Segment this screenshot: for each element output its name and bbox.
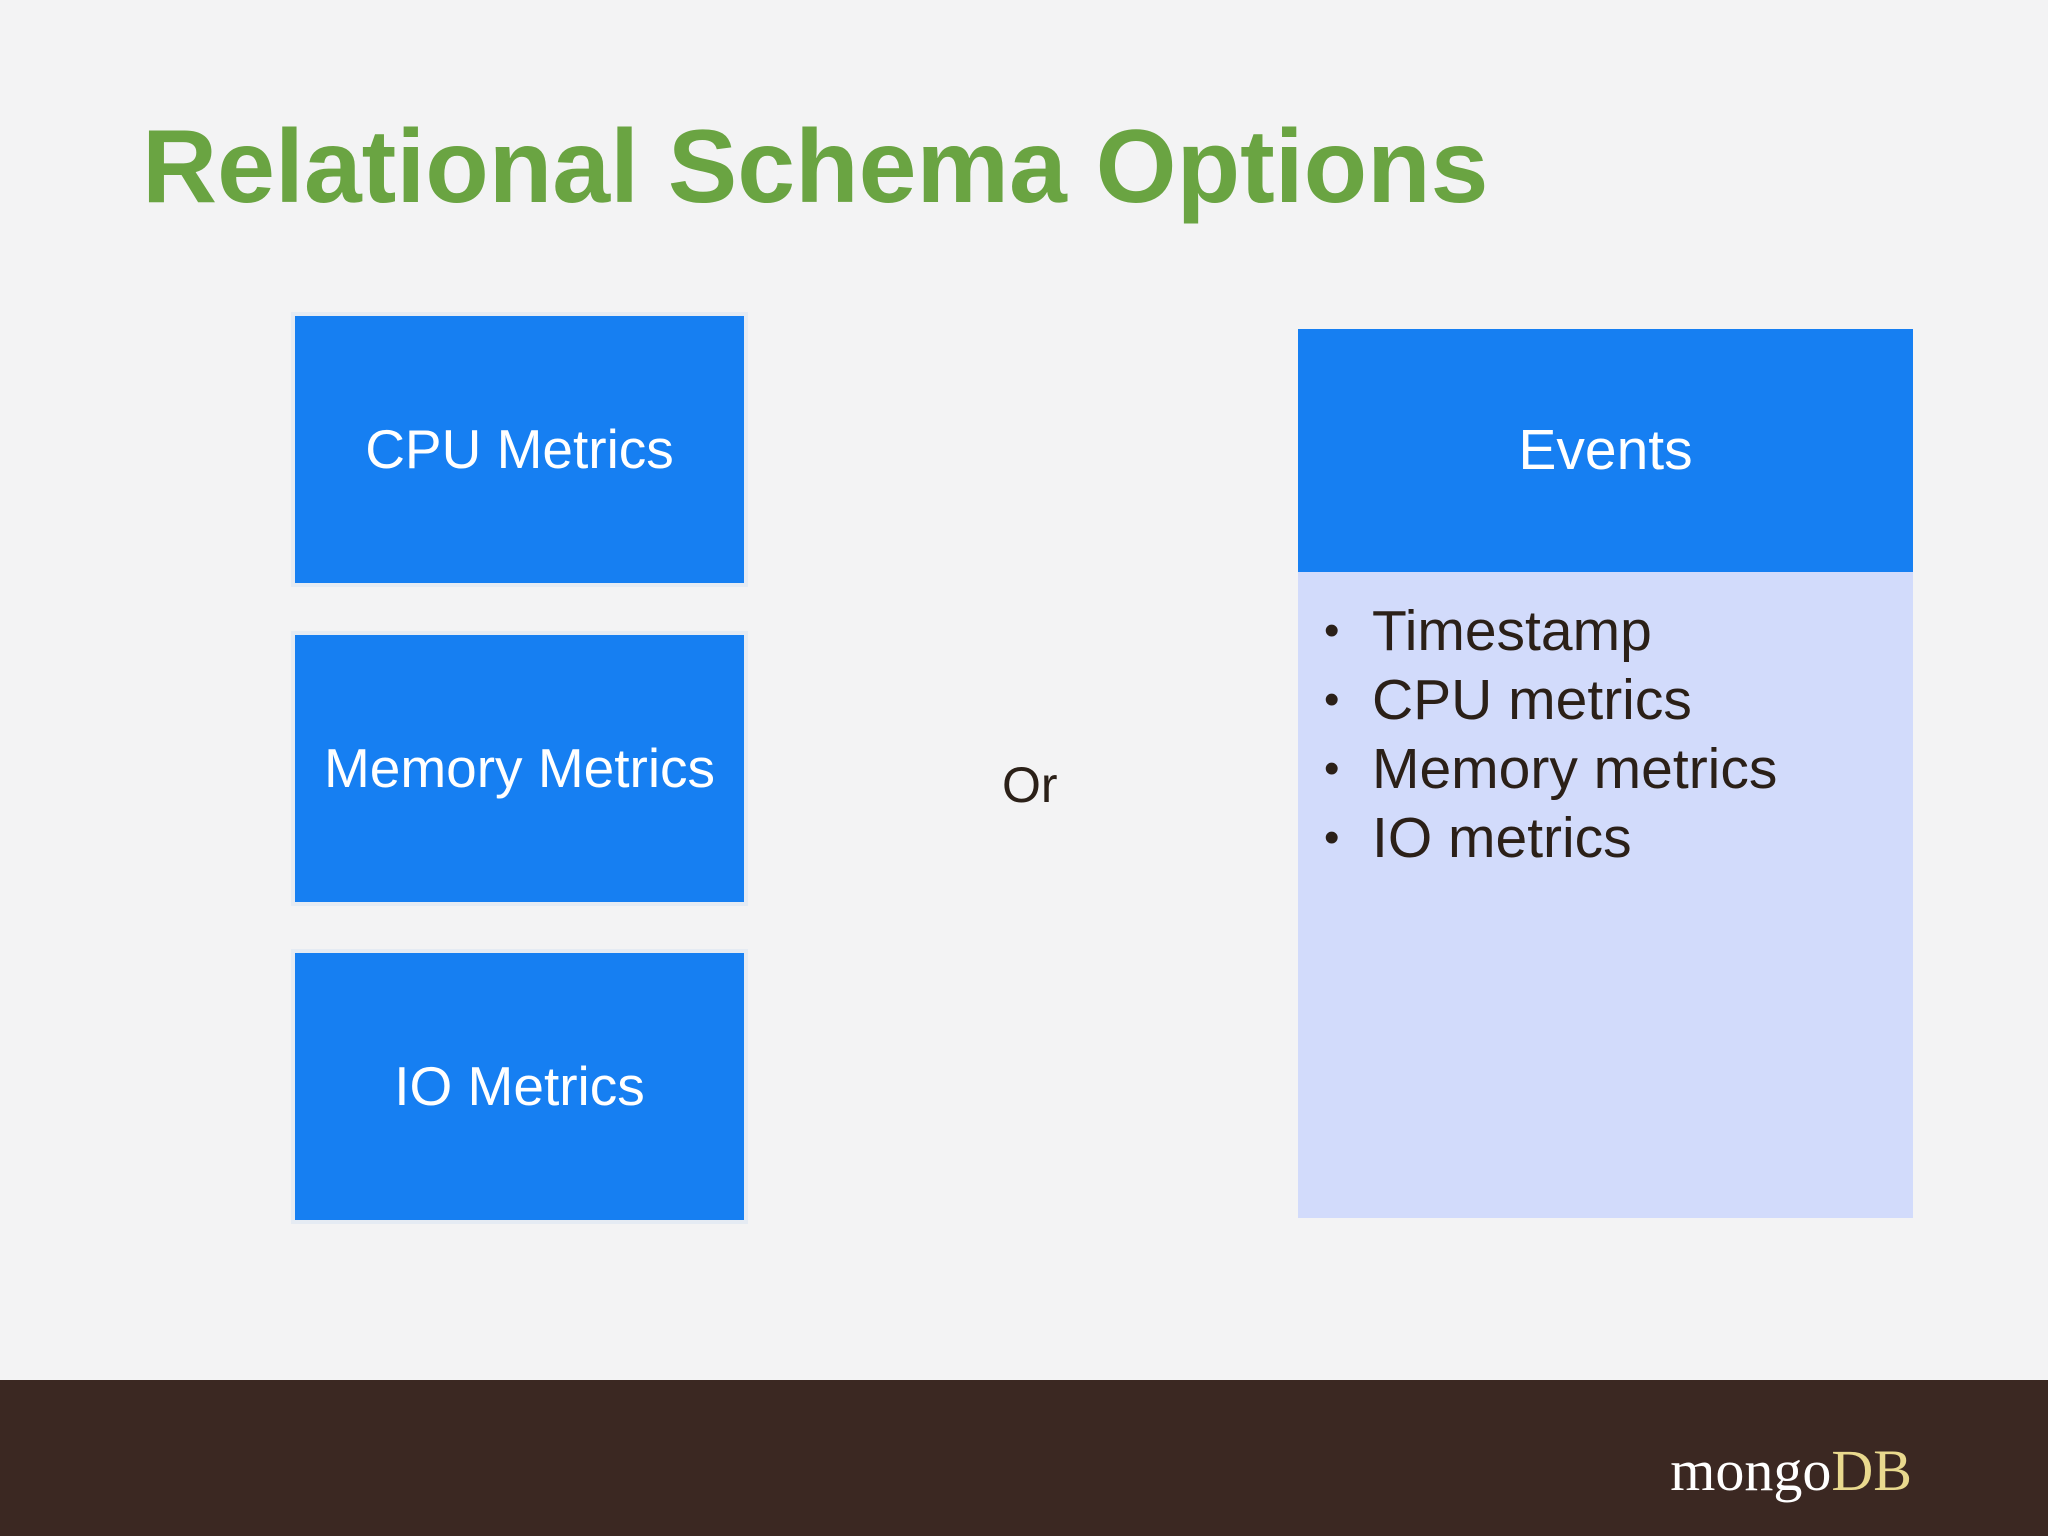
events-field-item: • IO metrics [1324, 803, 1777, 872]
footer-bar: mongoDB [0, 1380, 2048, 1536]
bullet-icon: • [1324, 812, 1340, 862]
events-field-list: • Timestamp • CPU metrics • Memory metri… [1324, 596, 1777, 872]
slide-title: Relational Schema Options [142, 109, 1489, 225]
io-metrics-table: IO Metrics [295, 953, 744, 1220]
logo-text-db: DB [1831, 1438, 1912, 1503]
events-field-item: • Memory metrics [1324, 734, 1777, 803]
bullet-icon: • [1324, 674, 1340, 724]
events-table-header: Events [1298, 329, 1913, 572]
events-table-body: • Timestamp • CPU metrics • Memory metri… [1298, 572, 1913, 1218]
events-field-io-metrics: IO metrics [1372, 805, 1632, 870]
mongodb-logo: mongoDB [1670, 1442, 1912, 1500]
bullet-icon: • [1324, 743, 1340, 793]
logo-text-mongo: mongo [1670, 1438, 1832, 1503]
memory-metrics-table: Memory Metrics [295, 635, 744, 902]
events-field-memory-metrics: Memory metrics [1372, 736, 1778, 801]
cpu-metrics-table: CPU Metrics [295, 316, 744, 583]
or-separator: Or [1002, 757, 1058, 813]
events-field-cpu-metrics: CPU metrics [1372, 667, 1692, 732]
events-field-item: • Timestamp [1324, 596, 1777, 665]
events-field-item: • CPU metrics [1324, 665, 1777, 734]
bullet-icon: • [1324, 605, 1340, 655]
events-field-timestamp: Timestamp [1372, 598, 1652, 663]
